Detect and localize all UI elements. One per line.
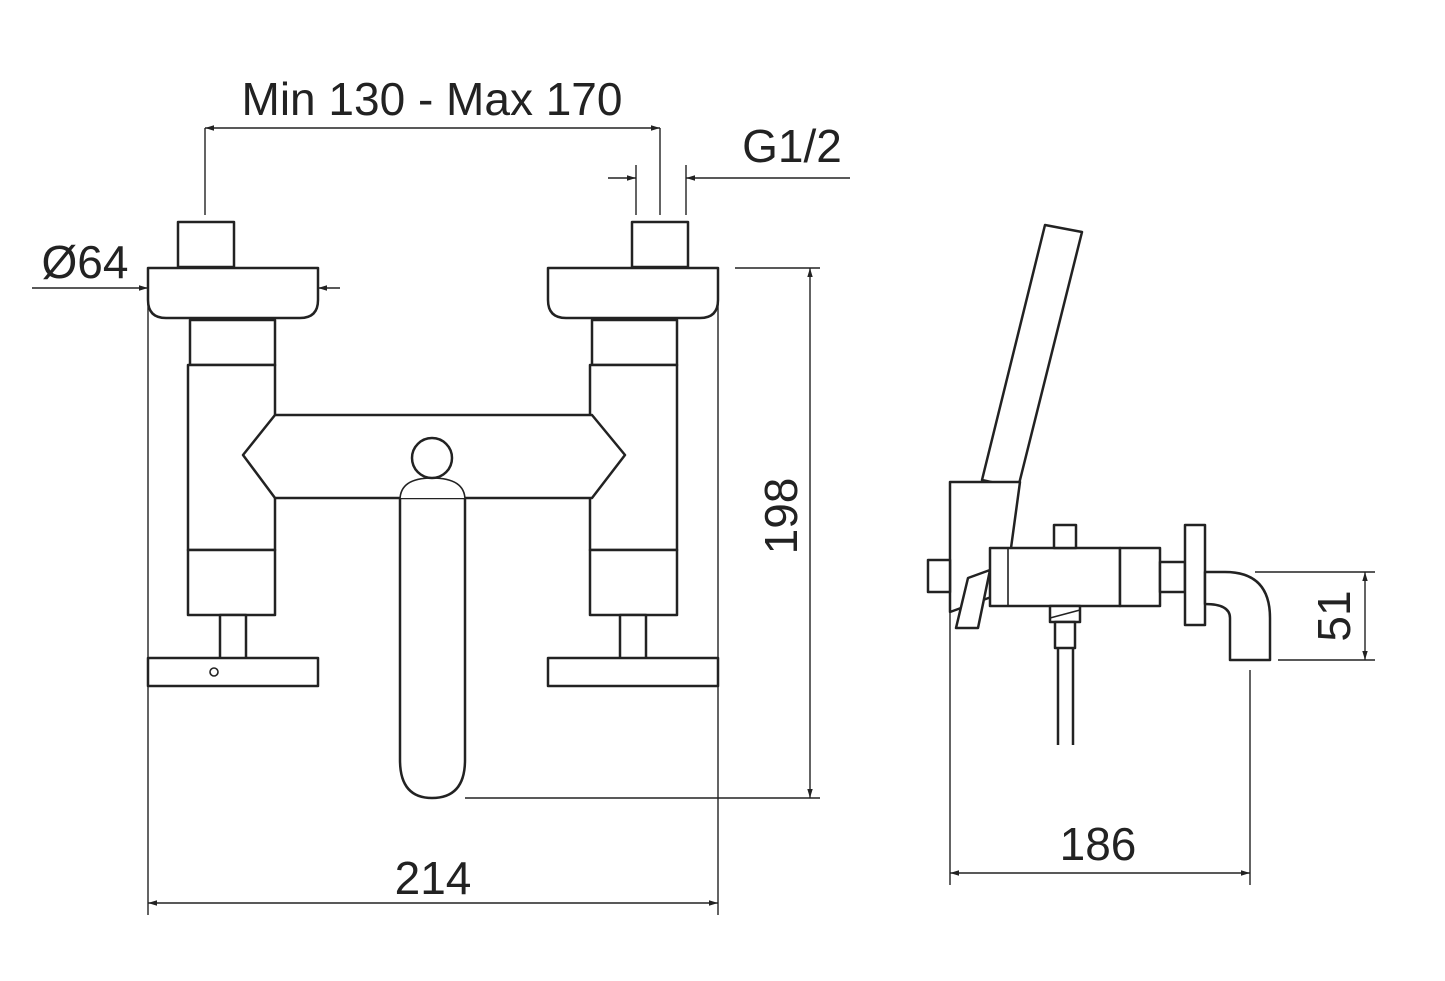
- spacing-dimension-label: Min 130 - Max 170: [242, 73, 623, 125]
- height-dimension-label: 198: [755, 478, 807, 555]
- left-valve-column: [146, 220, 320, 688]
- spout-height-dimension-label: 51: [1308, 590, 1360, 641]
- depth-dimension-label: 186: [1060, 818, 1137, 870]
- hand-shower: [980, 223, 1084, 490]
- diverter-knob: [410, 436, 454, 480]
- side-body: [988, 546, 1122, 608]
- diameter-dimension-label: Ø64: [42, 236, 129, 288]
- side-spout: [1203, 570, 1272, 662]
- spout: [398, 476, 467, 800]
- side-view: 51 186: [926, 223, 1375, 885]
- connection-dimension-label: G1/2: [742, 120, 842, 172]
- width-dimension-label: 214: [395, 852, 472, 904]
- front-view: Min 130 - Max 170 G1/2 Ø64 198 214: [32, 73, 850, 915]
